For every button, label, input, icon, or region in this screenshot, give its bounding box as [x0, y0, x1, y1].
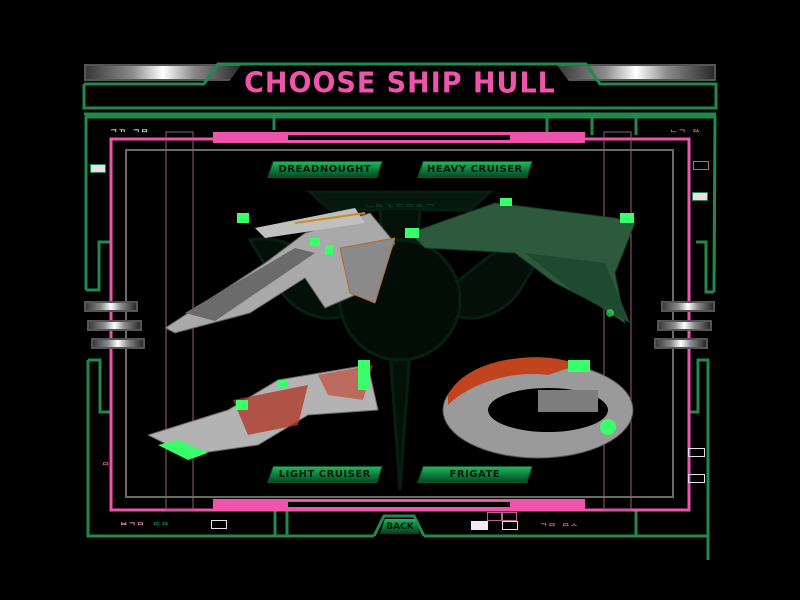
ship-button-light-cruiser[interactable]: LIGHT CRUISER: [267, 466, 383, 483]
left-chrome-bar-3: [91, 338, 145, 349]
ship-light-cruiser-image[interactable]: [148, 345, 383, 465]
ship-button-light-cruiser-label: LIGHT CRUISER: [278, 469, 371, 480]
back-button[interactable]: BACK: [380, 519, 420, 534]
glyph-bottom-right-a: ᆨᆷ: [540, 518, 557, 527]
emblem-text: ᆫᆷᆫᆨᆫᆮᆷᆷᆷᆫᆨ: [364, 196, 436, 209]
ship-button-frigate-label: FRIGATE: [449, 469, 501, 480]
glyph-top-right: ᆫᆨ ᆮᆺ: [670, 124, 701, 133]
ship-heavy-cruiser-image[interactable]: [405, 193, 645, 333]
right-chrome-bar-1: [661, 301, 715, 312]
indicator-right-top: [692, 192, 708, 201]
ship-button-dreadnought[interactable]: DREADNOUGHT: [267, 161, 383, 178]
indicator-right-top-outline: [693, 161, 709, 170]
left-chrome-bar-2: [87, 320, 142, 331]
right-chrome-bar-3: [654, 338, 708, 349]
left-chrome-bar-1: [84, 301, 138, 312]
indicator-bottom-mid-outline: [502, 521, 518, 530]
ship-button-heavy-cruiser[interactable]: HEAVY CRUISER: [417, 161, 533, 178]
page-title: CHOOSE SHIP HULL: [244, 67, 556, 100]
indicator-bottom-mid-pink-1: [487, 512, 502, 521]
right-chrome-bar-2: [657, 320, 712, 331]
indicator-bottom-mid-pink-2: [502, 512, 517, 521]
indicator-right-lower-2: [688, 474, 705, 483]
glyph-bottom-right-b: ᆷᆺ: [562, 518, 579, 527]
indicator-bottom-mid-filled: [471, 521, 488, 530]
ship-dreadnought-image[interactable]: [155, 193, 395, 338]
glyph-left-mid: ᆷ: [102, 457, 111, 466]
ship-button-frigate[interactable]: FRIGATE: [417, 466, 533, 483]
ship-button-heavy-cruiser-label: HEAVY CRUISER: [426, 164, 523, 175]
glyph-bottom-left-a: ᆸᆨᆷ: [120, 517, 146, 526]
back-button-label: BACK: [386, 522, 414, 532]
indicator-bottom-left: [211, 520, 227, 529]
indicator-left-top: [90, 164, 106, 173]
ship-frigate-image[interactable]: [428, 345, 638, 465]
glyph-top-left: ᆨᆩ ᆨᆷ: [110, 124, 150, 133]
indicator-right-lower-1: [688, 448, 705, 457]
ship-button-dreadnought-label: DREADNOUGHT: [278, 164, 372, 175]
glyph-bottom-left-b: ᆮᆷ: [153, 517, 170, 526]
